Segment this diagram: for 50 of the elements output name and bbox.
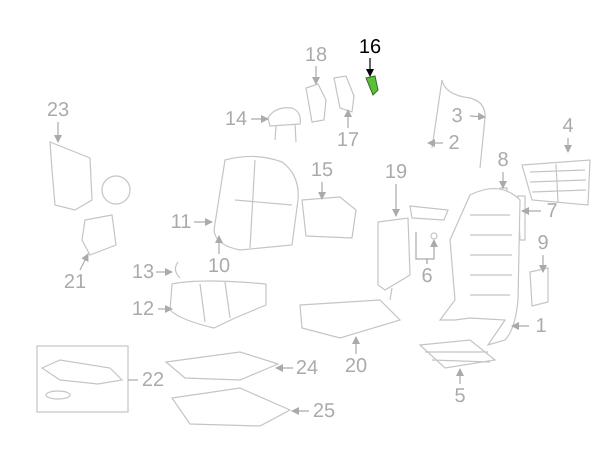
callout-number: 3: [451, 106, 463, 126]
leader-line: [352, 336, 360, 354]
leader-line: [79, 253, 89, 270]
callout-number: 20: [344, 356, 368, 376]
callout-number: 16: [358, 37, 382, 57]
leader-line: [344, 109, 352, 128]
leader-line: [318, 182, 326, 200]
leader-line: [215, 235, 223, 254]
callout-number: 9: [537, 233, 549, 253]
leader-line: [291, 407, 309, 415]
callout-number: 15: [310, 160, 334, 180]
callout-number: 12: [132, 299, 154, 319]
callout-number: 24: [296, 358, 318, 378]
leader-line: [366, 58, 374, 77]
callout-number: 25: [312, 401, 336, 421]
leader-line: [194, 218, 213, 226]
leader-line: [158, 305, 173, 313]
callout-number: 4: [562, 116, 574, 136]
leader-line: [312, 66, 320, 85]
callout-number: 1: [535, 316, 547, 336]
callout-number: 14: [224, 109, 248, 129]
callout-number: 13: [132, 262, 154, 282]
callout-number: 21: [64, 272, 86, 292]
callout-number: 17: [336, 130, 360, 150]
leader-line: [426, 239, 438, 264]
callout-number: 8: [497, 150, 509, 170]
callout-number: 7: [546, 201, 558, 221]
leader-line: [251, 115, 269, 123]
leader-line: [128, 379, 138, 381]
leader-line: [521, 207, 541, 215]
leader-line: [470, 112, 486, 121]
leader-line: [456, 368, 464, 384]
callout-number: 5: [454, 386, 466, 406]
leader-line: [54, 122, 62, 143]
callout-number: 10: [208, 256, 230, 276]
callout-number: 23: [46, 100, 70, 120]
leader-line: [564, 138, 572, 153]
leader-line: [427, 139, 443, 147]
leader-line: [511, 322, 529, 330]
callout-number: 22: [142, 370, 164, 390]
callout-number: 19: [384, 162, 408, 182]
leader-line: [392, 184, 400, 217]
callout-number: 18: [304, 45, 328, 65]
callout-number: 6: [421, 266, 433, 286]
leader-line: [156, 268, 173, 276]
leader-line: [539, 255, 547, 273]
callout-number: 2: [448, 133, 460, 153]
callout-number: 11: [170, 212, 192, 232]
leader-line: [275, 364, 293, 372]
leader-line: [499, 172, 507, 189]
